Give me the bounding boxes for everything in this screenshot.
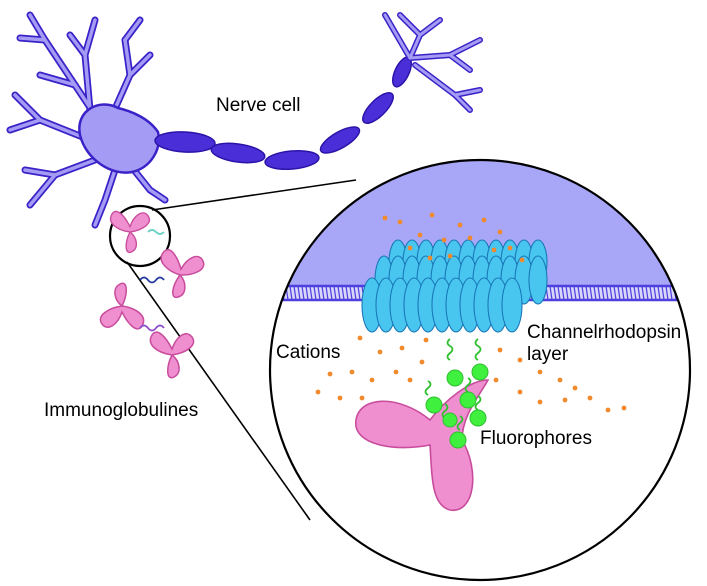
- label-fluorophores: Fluorophores: [480, 428, 592, 449]
- label-cations: Cations: [276, 342, 341, 363]
- cations: [315, 212, 627, 413]
- axon: [154, 56, 413, 171]
- channelrhodopsin-icon: [361, 239, 548, 333]
- magnifier-circle-large: [268, 158, 692, 582]
- label-channelrhodopsin-layer: Channelrhodopsin layer: [527, 322, 681, 366]
- zoom-lines: [126, 179, 357, 521]
- linker-squiggles: [139, 229, 165, 332]
- nerve-cell-icon: [6, 11, 483, 229]
- label-channelrhodopsin-line1: Channelrhodopsin: [527, 322, 682, 343]
- cell-body: [78, 103, 161, 174]
- label-immunoglobulines: Immunoglobulines: [44, 400, 199, 421]
- fluorophore-icon: [424, 338, 489, 449]
- magnifier-circle-small: [108, 204, 172, 268]
- zoom-view: [268, 158, 692, 582]
- antibody-large-icon: [355, 379, 490, 511]
- antibody-icon: [99, 210, 206, 379]
- label-nerve-cell: Nerve cell: [216, 95, 301, 116]
- label-channelrhodopsin-line2: layer: [527, 344, 569, 365]
